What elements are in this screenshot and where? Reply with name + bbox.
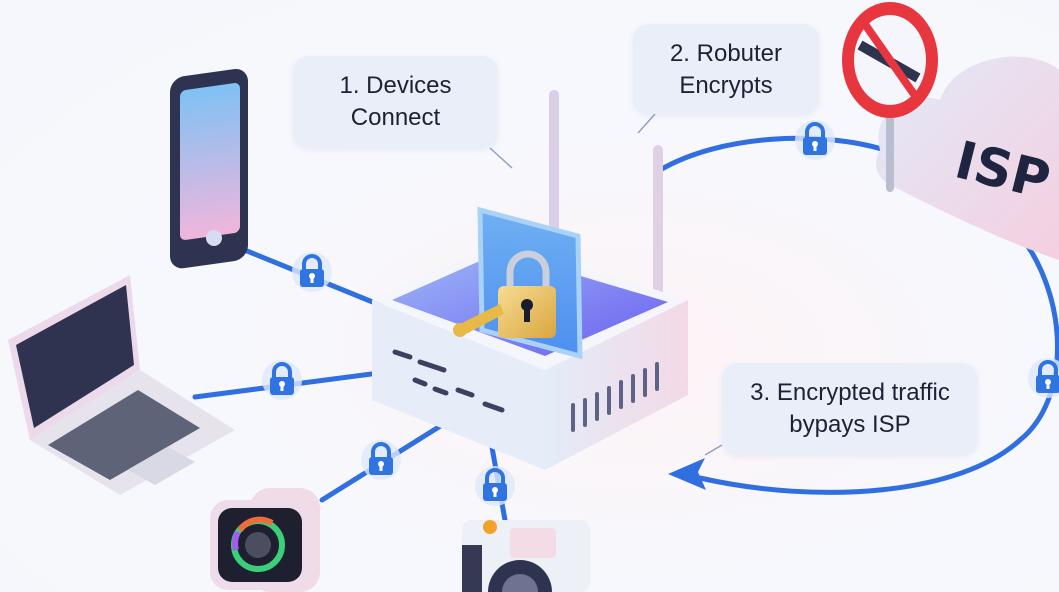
- step-3-line-1: 3. Encrypted traffic: [750, 379, 950, 406]
- padlock-icon-laptop-link: [260, 358, 304, 402]
- step-1-callout: 1. Devices Connect: [293, 56, 498, 148]
- padlock-icon-isp-link: [793, 118, 837, 162]
- router-icon: [372, 90, 688, 470]
- padlock-icon-loop-link: [1026, 356, 1059, 400]
- step-1-line-2: Connect: [350, 104, 441, 131]
- camera-icon: [462, 520, 590, 592]
- smartphone-icon: [170, 68, 248, 269]
- step-2-line-2: Encrypts: [679, 72, 773, 99]
- callout-3-pointer: [704, 444, 723, 456]
- cable-isp-loop: [697, 232, 1059, 495]
- padlock-icon-phone-link: [290, 250, 334, 294]
- padlock-icon-watch-link: [359, 438, 403, 482]
- step-3-callout: 3. Encrypted traffic bypays ISP: [722, 363, 978, 455]
- padlock-with-key-icon: [453, 250, 556, 338]
- step-2-callout: 2. Robuter Encrypts: [633, 24, 819, 114]
- cable-router-to-isp: [657, 135, 888, 173]
- callout-2-pointer: [637, 113, 656, 134]
- padlock-icon-camera-link: [473, 464, 517, 508]
- arrowhead-icon: [668, 458, 706, 490]
- laptop-icon: [8, 275, 235, 495]
- isp-cloud-icon: ISP: [876, 56, 1059, 260]
- callout-1-pointer: [489, 147, 513, 169]
- no-entry-sign-icon: [842, 2, 938, 192]
- smartwatch-icon: [210, 488, 320, 592]
- step-3-line-2: bypays ISP: [789, 411, 911, 438]
- step-1-line-1: 1. Devices: [339, 72, 452, 99]
- step-2-line-1: 2. Robuter: [669, 40, 783, 67]
